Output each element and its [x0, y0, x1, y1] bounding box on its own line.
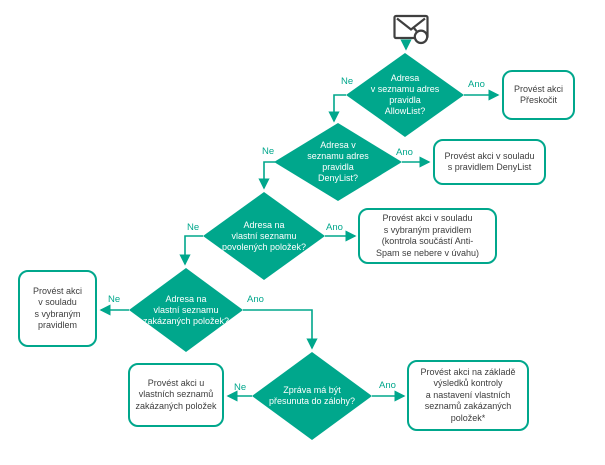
- decision-backup-text: Zpráva má být přesunuta do zálohy?: [268, 385, 356, 406]
- action-skip-box: Provést akci Přeskočit: [502, 70, 575, 120]
- action-denylist-text: Provést akci v souladu s pravidlem DenyL…: [444, 150, 535, 173]
- label-allowed-items-yes: Ano: [326, 222, 343, 233]
- action-selected-rule-box: Provést akci v souladu s vybraným pravid…: [18, 270, 97, 347]
- action-scan-results-box: Provést akci na základě výsledků kontrol…: [407, 360, 529, 431]
- envelope-with-badge-icon: [391, 12, 433, 55]
- action-custom-lists-text: Provést akci u vlastních seznamů zakázan…: [135, 377, 217, 411]
- action-skip-text: Provést akci Přeskočit: [513, 83, 564, 106]
- action-selected-rule-antispam-box: Provést akci v souladu s vybraným pravid…: [358, 208, 497, 264]
- connector-denylist-no: [258, 161, 275, 190]
- label-allowlist-yes: Ano: [468, 79, 485, 90]
- action-scan-results-text: Provést akci na základě výsledků kontrol…: [420, 366, 516, 423]
- label-backup-yes: Ano: [379, 380, 396, 391]
- label-blocked-items-yes: Ano: [247, 294, 264, 305]
- action-selected-rule-text: Provést akci v souladu s vybraným pravid…: [32, 285, 83, 331]
- label-denylist-no: Ne: [262, 146, 275, 157]
- label-blocked-items-no: Ne: [108, 294, 121, 305]
- decision-allowed-items-text: Adresa na vlastní seznamu povolených pol…: [221, 219, 307, 252]
- decision-denylist-text: Adresa v seznamu adres pravidla DenyList…: [307, 140, 369, 183]
- action-denylist-box: Provést akci v souladu s pravidlem DenyL…: [433, 139, 546, 185]
- connector-blocked-items-yes: [243, 309, 318, 350]
- decision-blocked-items-text: Adresa na vlastní seznamu zakázaných pol…: [142, 293, 230, 326]
- connector-allowed-items-no: [179, 235, 203, 266]
- label-allowed-items-no: Ne: [187, 222, 200, 233]
- decision-allowlist-text: Adresa v seznamu adres pravidla AllowLis…: [370, 73, 440, 116]
- label-denylist-yes: Ano: [396, 147, 413, 158]
- connector-allowlist-no: [328, 94, 346, 123]
- label-allowlist-no: Ne: [341, 76, 354, 87]
- label-backup-no: Ne: [234, 382, 247, 393]
- action-custom-lists-box: Provést akci u vlastních seznamů zakázan…: [128, 363, 224, 427]
- action-selected-rule-antispam-text: Provést akci v souladu s vybraným pravid…: [375, 213, 480, 258]
